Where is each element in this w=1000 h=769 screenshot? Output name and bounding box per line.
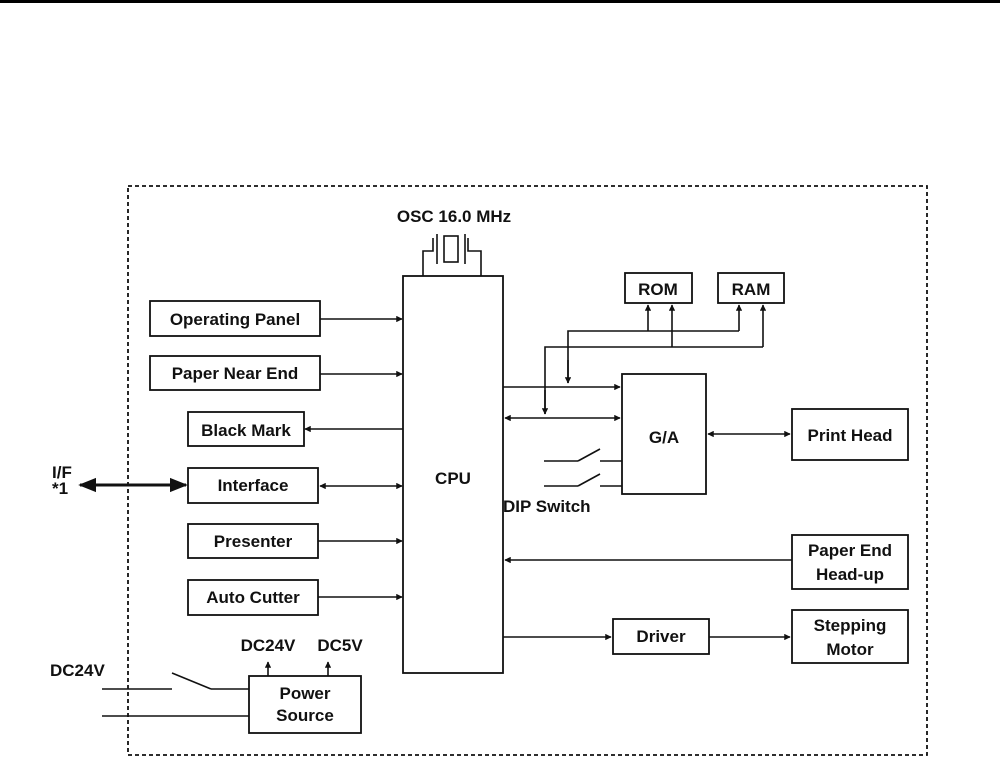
- external-if-note: *1: [52, 479, 68, 498]
- dip-switch-icon: [544, 448, 622, 487]
- data-bus: [541, 304, 767, 415]
- svg-text:Paper End: Paper End: [808, 541, 892, 560]
- svg-text:Source: Source: [276, 706, 334, 725]
- svg-text:Presenter: Presenter: [214, 532, 293, 551]
- system-boundary: [127, 185, 928, 756]
- svg-text:Operating Panel: Operating Panel: [170, 310, 300, 329]
- auto-cutter-block: Auto Cutter: [187, 579, 319, 616]
- gate-array-block: G/A: [621, 373, 707, 495]
- svg-text:Stepping: Stepping: [814, 616, 887, 635]
- power-source-block: Power Source: [248, 675, 362, 734]
- svg-text:Driver: Driver: [636, 627, 686, 646]
- driver-block: Driver: [612, 618, 710, 655]
- cpu-block: CPU: [402, 275, 504, 674]
- svg-text:Head-up: Head-up: [816, 565, 884, 584]
- svg-text:RAM: RAM: [732, 280, 771, 299]
- svg-text:Power: Power: [279, 684, 330, 703]
- rom-block: ROM: [624, 272, 693, 304]
- crystal-oscillator-icon: [422, 234, 482, 276]
- svg-text:G/A: G/A: [649, 428, 679, 447]
- svg-text:Motor: Motor: [826, 640, 874, 659]
- power-switch-icon: [102, 672, 249, 690]
- svg-text:Auto Cutter: Auto Cutter: [206, 588, 300, 607]
- svg-text:Paper Near End: Paper Near End: [172, 364, 299, 383]
- dc24v-output-label: DC24V: [241, 636, 296, 655]
- svg-text:Black Mark: Black Mark: [201, 421, 291, 440]
- stepping-motor-block: Stepping Motor: [791, 609, 909, 664]
- print-head-block: Print Head: [791, 408, 909, 461]
- power-input-label: DC24V: [50, 661, 105, 680]
- top-rule: [0, 0, 1000, 3]
- ram-block: RAM: [717, 272, 785, 304]
- paper-near-end-block: Paper Near End: [149, 355, 321, 391]
- svg-text:ROM: ROM: [638, 280, 678, 299]
- svg-text:Interface: Interface: [218, 476, 289, 495]
- oscillator-label: OSC 16.0 MHz: [397, 207, 511, 226]
- operating-panel-block: Operating Panel: [149, 300, 321, 337]
- external-if-label: I/F: [52, 463, 72, 482]
- address-bus: [564, 304, 743, 384]
- dip-switch-label: DIP Switch: [503, 497, 591, 516]
- presenter-block: Presenter: [187, 523, 319, 559]
- interface-block: Interface: [187, 467, 319, 504]
- paper-end-head-up-block: Paper End Head-up: [791, 534, 909, 590]
- cpu-label: CPU: [435, 469, 471, 488]
- dc5v-output-label: DC5V: [317, 636, 363, 655]
- svg-text:Print Head: Print Head: [807, 426, 892, 445]
- black-mark-block: Black Mark: [187, 411, 305, 447]
